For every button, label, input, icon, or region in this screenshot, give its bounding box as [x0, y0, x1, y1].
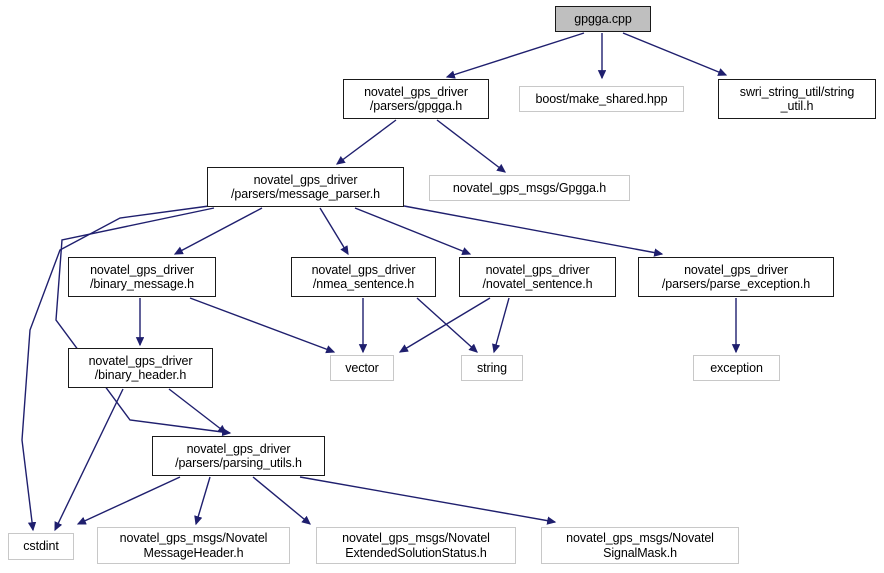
node-label-exception: exception — [710, 360, 763, 375]
node-label-boost_make_shared: boost/make_shared.hpp — [535, 91, 668, 106]
edge-parsing_utils_h-to-novatel_ext_solution_status — [252, 476, 311, 525]
edge-gpgga_cpp-to-gpgga_h — [445, 32, 585, 79]
edge-parsing_utils_h-to-novatel_message_header — [194, 476, 211, 526]
node-label-nmea_sentence_h: novatel_gps_driver /nmea_sentence.h — [311, 262, 416, 292]
edge-gpgga_h-to-gpgga_msg — [436, 119, 507, 173]
node-label-string: string — [477, 360, 507, 375]
edge-message_parser_h-to-parse_exception_h — [403, 205, 664, 257]
node-novatel_message_header[interactable]: novatel_gps_msgs/Novatel MessageHeader.h — [97, 527, 290, 564]
node-gpgga_cpp[interactable]: gpgga.cpp — [555, 6, 651, 32]
edge-parsing_utils_h-to-novatel_signal_mask — [299, 476, 557, 525]
node-label-binary_message_h: novatel_gps_driver /binary_message.h — [90, 262, 194, 292]
node-label-vector: vector — [345, 360, 379, 375]
node-label-gpgga_h: novatel_gps_driver /parsers/gpgga.h — [364, 84, 468, 114]
node-label-parse_exception_h: novatel_gps_driver /parsers/parse_except… — [661, 262, 811, 292]
edge-message_parser_h-to-cstdint — [21, 205, 210, 532]
node-label-novatel_signal_mask: novatel_gps_msgs/Novatel SignalMask.h — [566, 531, 714, 560]
edge-novatel_sentence_h-to-vector — [398, 297, 491, 353]
edge-novatel_sentence_h-to-string — [492, 297, 510, 354]
node-label-gpgga_msg: novatel_gps_msgs/Gpgga.h — [452, 180, 607, 195]
node-label-cstdint: cstdint — [23, 539, 59, 554]
node-string[interactable]: string — [461, 355, 523, 381]
edge-message_parser_h-to-binary_message_h — [173, 207, 263, 255]
node-vector[interactable]: vector — [330, 355, 394, 381]
node-label-parsing_utils_h: novatel_gps_driver /parsers/parsing_util… — [175, 441, 302, 471]
node-novatel_signal_mask[interactable]: novatel_gps_msgs/Novatel SignalMask.h — [541, 527, 739, 564]
node-parse_exception_h[interactable]: novatel_gps_driver /parsers/parse_except… — [638, 257, 834, 297]
node-cstdint[interactable]: cstdint — [8, 533, 74, 560]
edge-binary_header_h-to-parsing_utils_h — [168, 388, 227, 434]
edge-parsing_utils_h-to-cstdint — [76, 476, 181, 525]
node-binary_message_h[interactable]: novatel_gps_driver /binary_message.h — [68, 257, 216, 297]
edge-binary_header_h-to-cstdint — [54, 388, 124, 532]
node-gpgga_h[interactable]: novatel_gps_driver /parsers/gpgga.h — [343, 79, 489, 119]
node-label-message_parser_h: novatel_gps_driver /parsers/message_pars… — [231, 172, 380, 202]
node-boost_make_shared[interactable]: boost/make_shared.hpp — [519, 86, 684, 112]
node-label-swri_string_util: swri_string_util/string _util.h — [739, 84, 855, 114]
node-novatel_sentence_h[interactable]: novatel_gps_driver /novatel_sentence.h — [459, 257, 616, 297]
node-nmea_sentence_h[interactable]: novatel_gps_driver /nmea_sentence.h — [291, 257, 436, 297]
node-gpgga_msg[interactable]: novatel_gps_msgs/Gpgga.h — [429, 175, 630, 201]
node-exception[interactable]: exception — [693, 355, 780, 381]
node-binary_header_h[interactable]: novatel_gps_driver /binary_header.h — [68, 348, 213, 388]
node-parsing_utils_h[interactable]: novatel_gps_driver /parsers/parsing_util… — [152, 436, 325, 476]
node-label-novatel_sentence_h: novatel_gps_driver /novatel_sentence.h — [482, 262, 593, 292]
edge-group — [21, 32, 741, 532]
node-label-novatel_ext_solution_status: novatel_gps_msgs/Novatel ExtendedSolutio… — [342, 531, 490, 560]
edge-message_parser_h-to-parsing_utils_h — [55, 207, 232, 437]
edge-message_parser_h-to-novatel_sentence_h — [354, 207, 472, 255]
node-swri_string_util[interactable]: swri_string_util/string _util.h — [718, 79, 876, 119]
node-message_parser_h[interactable]: novatel_gps_driver /parsers/message_pars… — [207, 167, 404, 207]
edge-gpgga_h-to-message_parser_h — [335, 119, 397, 165]
node-novatel_ext_solution_status[interactable]: novatel_gps_msgs/Novatel ExtendedSolutio… — [316, 527, 516, 564]
node-label-novatel_message_header: novatel_gps_msgs/Novatel MessageHeader.h — [119, 531, 268, 560]
edge-binary_message_h-to-vector — [189, 297, 336, 354]
node-label-binary_header_h: novatel_gps_driver /binary_header.h — [88, 353, 193, 383]
edge-nmea_sentence_h-to-string — [416, 297, 478, 353]
edge-gpgga_cpp-to-swri_string_util — [622, 32, 728, 76]
edge-message_parser_h-to-nmea_sentence_h — [319, 207, 349, 256]
node-label-gpgga_cpp: gpgga.cpp — [574, 11, 632, 26]
